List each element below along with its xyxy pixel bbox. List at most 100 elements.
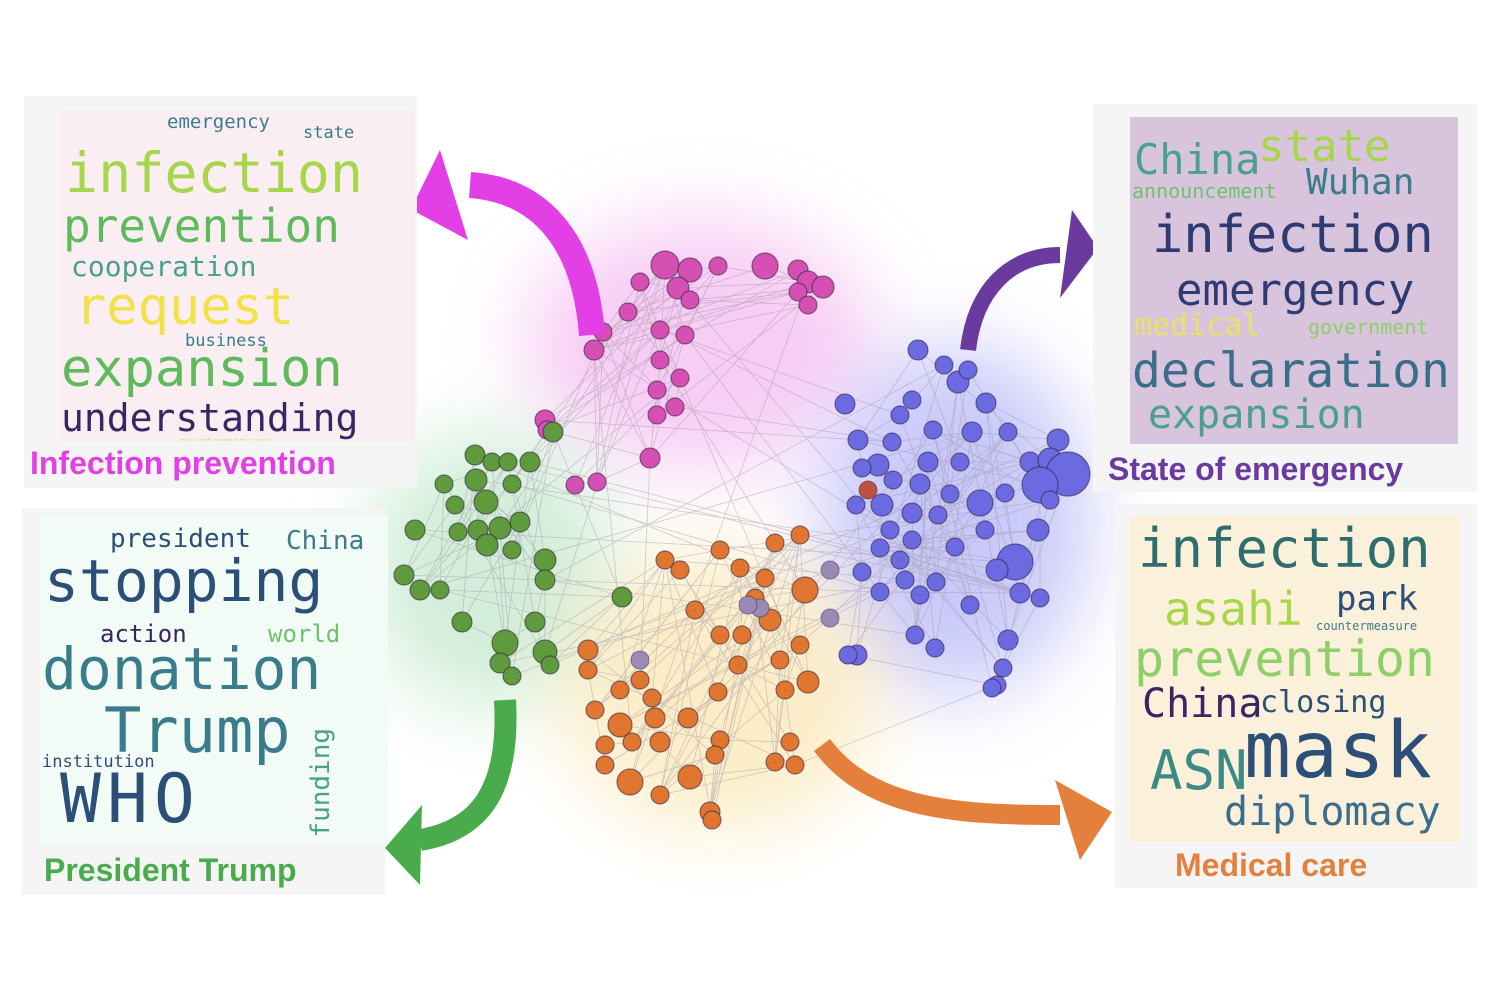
graph-edge	[911, 539, 1009, 641]
graph-node	[540, 655, 560, 675]
graph-edge	[659, 609, 696, 796]
wordcloud-infection-prevention: emergency state infection prevention coo…	[59, 111, 415, 441]
graph-edge	[679, 569, 739, 666]
graph-edge	[602, 287, 679, 333]
graph-node	[393, 564, 415, 586]
word: world	[268, 620, 341, 648]
graph-node	[890, 405, 910, 425]
graph-edge	[639, 457, 651, 681]
graph-edge	[847, 571, 863, 656]
graph-node	[751, 252, 779, 280]
graph-node	[650, 250, 680, 280]
graph-node	[708, 682, 728, 702]
graph-node	[650, 785, 670, 805]
graph-edge	[932, 429, 1004, 669]
graph-node	[790, 635, 810, 655]
graph-edge	[627, 311, 681, 379]
graph-node	[738, 595, 758, 615]
graph-node	[909, 473, 931, 495]
graph-node	[975, 392, 997, 414]
graph-node	[870, 582, 890, 602]
word: China	[286, 526, 365, 556]
graph-edge	[546, 429, 651, 459]
graph-node	[1030, 588, 1050, 608]
graph-node	[430, 580, 450, 600]
word: emergency	[1176, 265, 1415, 316]
graph-edge	[774, 534, 801, 763]
graph-edge	[499, 559, 666, 664]
graph-edge	[491, 461, 506, 644]
graph-edge	[649, 291, 799, 459]
graph-node	[995, 483, 1015, 503]
graph-node	[595, 735, 615, 755]
graph-edge	[711, 542, 776, 821]
word: stopping	[44, 547, 324, 615]
graph-edge	[511, 431, 554, 677]
graph-edge	[889, 529, 1004, 669]
graph-node	[448, 522, 468, 542]
arrow-infection-prevention	[468, 172, 605, 337]
graph-node	[928, 505, 948, 525]
panel-state-of-emergency: China state announcement Wuhan infection…	[1093, 104, 1477, 492]
wordcloud-state-of-emergency: China state announcement Wuhan infection…	[1130, 117, 1458, 444]
arrowhead-state-of-emergency	[1060, 210, 1098, 298]
graph-edge	[774, 542, 1041, 599]
graph-node	[940, 484, 960, 504]
graph-edge	[855, 504, 863, 573]
graph-node	[966, 489, 994, 517]
graph-edge	[546, 329, 661, 431]
graph-node	[895, 570, 915, 590]
caption-medical-care: Medical care	[1175, 847, 1368, 883]
graph-edge	[855, 504, 936, 649]
graph-node	[890, 550, 910, 570]
graph-node	[870, 493, 894, 517]
graph-node	[524, 611, 546, 633]
graph-node	[997, 629, 1019, 651]
graph-edge	[403, 504, 456, 576]
word: closing	[1260, 685, 1387, 720]
graph-node	[730, 558, 750, 578]
graph-node	[902, 390, 922, 410]
graph-node	[647, 405, 667, 425]
word: countermeasure	[179, 436, 272, 441]
word: president	[110, 524, 251, 554]
panel-president-trump: president China stopping action world do…	[22, 508, 388, 895]
graph-node	[595, 755, 615, 775]
graph-node	[434, 474, 454, 494]
graph-node	[925, 638, 945, 658]
graph-node	[705, 745, 725, 765]
caption-president-trump: President Trump	[44, 852, 297, 888]
graph-edge	[917, 349, 961, 463]
arrowhead-president-trump	[385, 805, 422, 885]
graph-node	[502, 540, 522, 560]
graph-node	[622, 732, 642, 752]
graph-node	[934, 355, 954, 375]
word: prevention	[1134, 630, 1436, 688]
graph-node	[982, 678, 1002, 698]
graph-edge	[914, 514, 939, 636]
graph-node	[770, 650, 790, 670]
cluster-arrows	[385, 150, 1112, 885]
graph-node	[488, 516, 512, 540]
word: expansion	[61, 339, 343, 399]
graph-edge	[593, 349, 891, 531]
graph-node	[732, 625, 752, 645]
graph-node	[852, 458, 872, 478]
graph-edge	[461, 521, 521, 623]
graph-edge	[619, 559, 666, 691]
wordcloud-medical-care: infection asahi park countermeasure prev…	[1130, 516, 1460, 842]
graph-edge	[857, 349, 919, 441]
graph-node	[649, 731, 671, 753]
graph-node	[502, 474, 522, 494]
graph-edge	[664, 559, 713, 821]
graph-node	[975, 520, 995, 540]
graph-edge	[914, 431, 1009, 636]
graph-node	[675, 325, 695, 345]
graph-edge	[932, 429, 1031, 463]
halo-infection-prevention	[525, 220, 875, 470]
graph-node	[838, 645, 858, 665]
graph-edge	[935, 381, 959, 583]
graph-node	[451, 611, 473, 633]
graph-node	[665, 397, 685, 417]
graph-node	[902, 530, 922, 550]
